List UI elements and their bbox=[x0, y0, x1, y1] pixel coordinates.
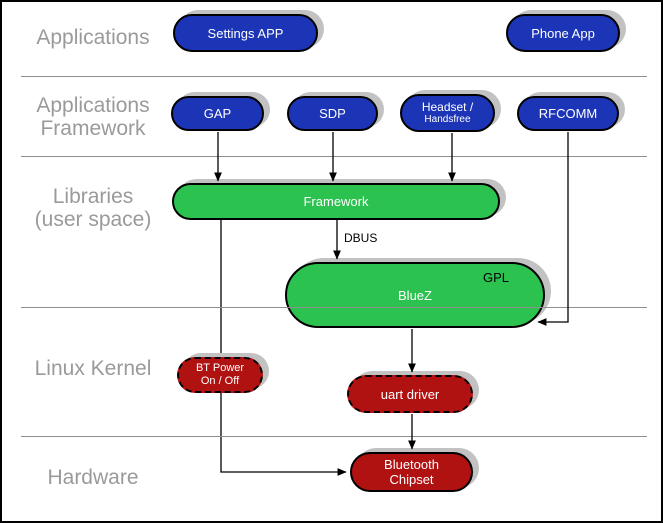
node-bluetooth-chipset: Bluetooth Chipset bbox=[350, 452, 473, 492]
node-bluez: BlueZ bbox=[285, 262, 545, 328]
node-framework: Framework bbox=[172, 183, 500, 220]
layer-label-line: Applications bbox=[36, 94, 150, 117]
node-label: Handsfree bbox=[424, 113, 471, 125]
node-label: BT Power bbox=[195, 362, 245, 374]
node-gap: GAP bbox=[171, 96, 264, 131]
node-label: BlueZ bbox=[398, 287, 432, 303]
layer-label-app-framework: Applications Framework bbox=[16, 94, 170, 140]
layer-label-libraries: Libraries (user space) bbox=[16, 185, 170, 231]
node-bt-power: BT Power On / Off bbox=[177, 357, 263, 393]
layer-label-line: (user space) bbox=[34, 208, 152, 231]
dbus-edge-label: DBUS bbox=[344, 231, 378, 245]
node-label: Phone App bbox=[531, 25, 595, 41]
layer-label-line: Libraries bbox=[52, 185, 134, 208]
node-phone-app: Phone App bbox=[506, 14, 620, 52]
gpl-license-tag: GPL bbox=[483, 270, 510, 285]
node-label: On / Off bbox=[200, 375, 240, 387]
layer-label-hardware: Hardware bbox=[47, 466, 139, 489]
divider-linux-kernel bbox=[21, 436, 647, 437]
node-headset-handsfree: Headset / Handsfree bbox=[400, 94, 495, 132]
divider-app-framework bbox=[21, 156, 647, 157]
node-sdp: SDP bbox=[287, 96, 378, 131]
node-rfcomm: RFCOMM bbox=[517, 96, 619, 131]
node-label: RFCOMM bbox=[538, 106, 598, 121]
node-label: Settings APP bbox=[207, 25, 284, 41]
node-label: Bluetooth bbox=[384, 457, 439, 472]
edge-rfcomm-to-bluez bbox=[537, 132, 569, 326]
node-label: GAP bbox=[203, 106, 232, 121]
divider-libraries bbox=[21, 307, 647, 308]
node-label: uart driver bbox=[380, 386, 440, 402]
layer-label-line: Framework bbox=[40, 117, 146, 140]
divider-applications bbox=[21, 76, 647, 77]
layer-label-applications: Applications bbox=[36, 26, 150, 49]
node-settings-app: Settings APP bbox=[173, 14, 318, 52]
node-label: Framework bbox=[303, 194, 369, 209]
node-label: Chipset bbox=[389, 472, 434, 487]
node-label: SDP bbox=[319, 106, 346, 121]
node-uart-driver: uart driver bbox=[347, 375, 473, 413]
layer-label-linux-kernel: Linux Kernel bbox=[34, 357, 152, 380]
node-label: Headset / bbox=[421, 99, 474, 114]
